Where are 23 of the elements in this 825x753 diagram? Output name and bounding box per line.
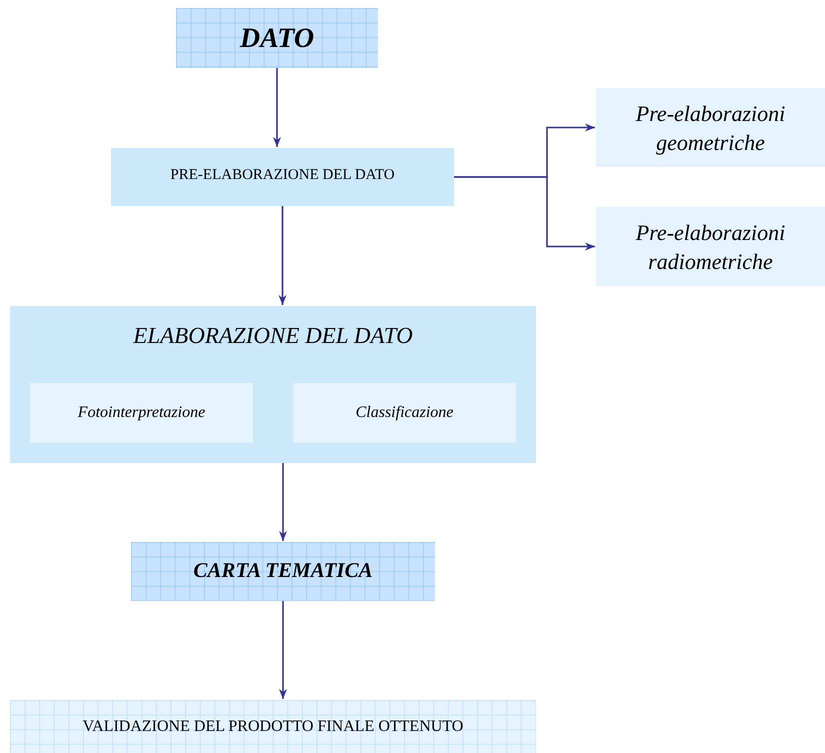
node-label: PRE-ELABORAZIONE DEL DATO [169,166,396,184]
process-box [596,88,825,167]
node-label: CARTA TEMATICA [192,558,374,584]
arrow [273,68,281,147]
group-box [10,306,536,463]
process-box [30,383,253,443]
node-label: Pre-elaborazioni radiometriche [634,219,786,276]
node-label: VALIDAZIONE DEL PRODOTTO FINALE OTTENUTO [82,717,464,736]
node-label: DATO [238,22,316,56]
node-label: Fotointerpretazione [76,403,206,422]
node-label: Classificazione [354,403,454,422]
arrow [279,601,287,699]
node-label: ELABORAZIONE DEL DATO [132,322,414,350]
node-label: Pre-elaborazioni geometriche [634,100,786,157]
arrow [454,176,595,250]
process-box [10,700,536,753]
process-box [111,148,454,206]
arrow [279,463,287,541]
start-box [176,8,378,68]
process-box [596,207,825,286]
process-box [293,383,516,443]
output-box [131,542,435,601]
arrow [278,206,286,305]
